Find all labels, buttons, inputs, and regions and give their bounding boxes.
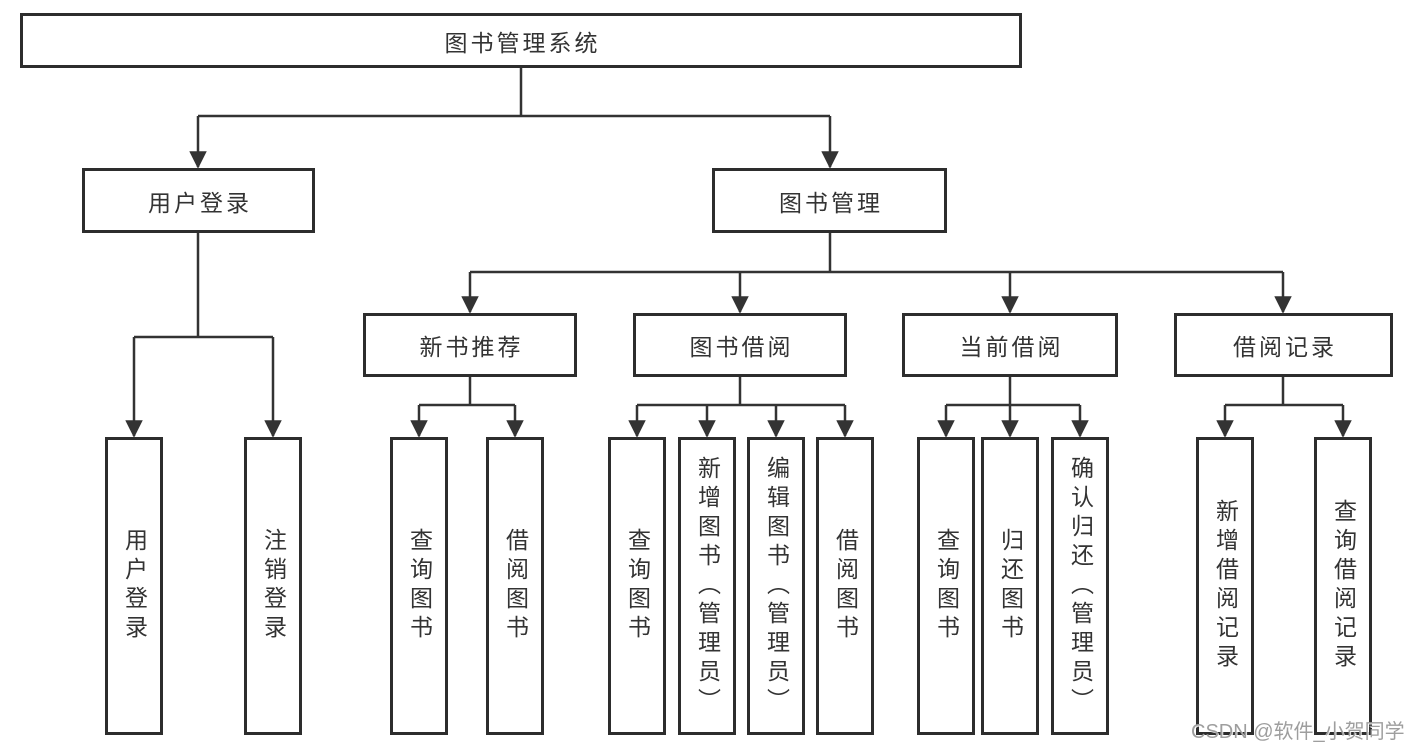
connector-borrow-record-children [1216, 377, 1352, 438]
leaf-query-book-1: 查询图书 [390, 437, 448, 735]
leaf-query-book-2: 查询图书 [608, 437, 666, 735]
leaf-edit-book-admin-label: 编辑图书（管理员） [763, 455, 790, 717]
leaf-borrow-book-2: 借阅图书 [816, 437, 874, 735]
leaf-add-borrow-record: 新增借阅记录 [1196, 437, 1254, 735]
node-user-login-label: 用户登录 [148, 189, 252, 216]
node-user-login: 用户登录 [82, 168, 315, 233]
leaf-user-login: 用户登录 [105, 437, 163, 735]
node-book-borrow-label: 图书借阅 [689, 334, 794, 360]
node-book-borrow: 图书借阅 [633, 313, 847, 377]
leaf-user-login-label: 用户登录 [121, 528, 148, 644]
leaf-logout-label: 注销登录 [260, 528, 287, 644]
leaf-query-book-1-label: 查询图书 [406, 528, 433, 644]
leaf-query-borrow-record-label: 查询借阅记录 [1330, 499, 1357, 673]
leaf-add-book-admin-label: 新增图书（管理员） [694, 455, 721, 717]
leaf-edit-book-admin: 编辑图书（管理员） [747, 437, 805, 735]
leaf-borrow-book-1-label: 借阅图书 [502, 528, 529, 644]
csdn-watermark: CSDN @软件_小贺同学 [1191, 721, 1405, 743]
connector-user-login-children [125, 233, 282, 438]
node-root-label: 图书管理系统 [444, 29, 601, 56]
connector-new-book-children [410, 377, 524, 438]
connector-root-to-level2 [189, 68, 839, 169]
leaf-add-book-admin: 新增图书（管理员） [678, 437, 736, 735]
leaf-add-borrow-record-label: 新增借阅记录 [1212, 499, 1239, 673]
connector-current-borrow-children [937, 377, 1089, 438]
leaf-query-book-2-label: 查询图书 [624, 528, 651, 644]
leaf-confirm-return-admin: 确认归还（管理员） [1051, 437, 1109, 735]
node-new-book-recommend: 新书推荐 [363, 313, 577, 377]
node-borrow-records: 借阅记录 [1174, 313, 1393, 377]
leaf-query-borrow-record: 查询借阅记录 [1314, 437, 1372, 735]
node-book-management-label: 图书管理 [779, 189, 883, 216]
leaf-confirm-return-admin-label: 确认归还（管理员） [1067, 455, 1094, 717]
node-current-borrow-label: 当前借阅 [959, 334, 1064, 360]
node-borrow-records-label: 借阅记录 [1233, 334, 1337, 360]
connector-book-borrow-children [628, 377, 854, 438]
node-book-management: 图书管理 [712, 168, 947, 233]
node-new-book-recommend-label: 新书推荐 [419, 334, 524, 360]
node-root: 图书管理系统 [20, 13, 1022, 68]
leaf-borrow-book-2-label: 借阅图书 [832, 528, 859, 644]
leaf-borrow-book-1: 借阅图书 [486, 437, 544, 735]
leaf-return-book-label: 归还图书 [997, 528, 1024, 644]
leaf-return-book: 归还图书 [981, 437, 1039, 735]
connector-book-mgmt-to-level3 [461, 233, 1292, 314]
leaf-query-book-3: 查询图书 [917, 437, 975, 735]
leaf-query-book-3-label: 查询图书 [933, 528, 960, 644]
leaf-logout: 注销登录 [244, 437, 302, 735]
node-current-borrow: 当前借阅 [902, 313, 1118, 377]
